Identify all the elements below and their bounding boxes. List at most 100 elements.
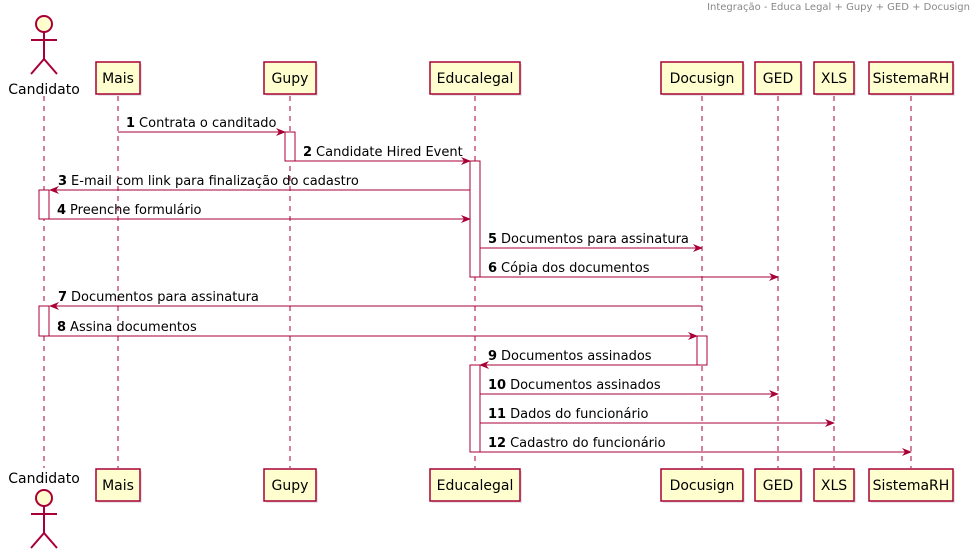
message-7: 7 Documentos para assinatura (49, 290, 702, 310)
message-text: Cadastro do funcionário (510, 436, 666, 451)
message-6: 6 Cópia dos documentos (480, 261, 779, 281)
message-text: Cópia dos documentos (501, 261, 650, 276)
participant-ged-bottom: GED (754, 468, 803, 503)
participant-sistemarh-top: SistemaRH (868, 61, 955, 96)
participant-ged-top: GED (754, 61, 803, 96)
participant-box (263, 61, 317, 95)
participant-label: SistemaRH (873, 71, 950, 87)
participant-label: Gupy (272, 71, 309, 87)
participant-docusign-top: Docusign (660, 61, 745, 96)
participant-mais-bottom: Mais (95, 468, 142, 503)
participant-label: Educalegal (437, 478, 514, 494)
activation-bar-educalegal (469, 364, 481, 453)
message-8: 8 Assina documentos (49, 320, 698, 340)
message-text: Assina documentos (70, 320, 197, 335)
message-label: 4 Preenche formulário (57, 203, 202, 218)
message-text: Documentos assinados (501, 349, 652, 364)
participant-box (813, 61, 855, 95)
participant-mais-top: Mais (95, 61, 142, 96)
message-number: 2 (303, 145, 312, 160)
participant-educalegal-top: Educalegal (429, 61, 522, 96)
participant-box (868, 61, 954, 95)
message-3: 3 E-mail com link para finalização do cad… (49, 174, 470, 194)
message-number: 8 (57, 320, 66, 335)
message-text: Documentos assinados (510, 378, 661, 393)
activation-bar-educalegal (469, 160, 481, 278)
participant-box (429, 468, 521, 502)
message-text: E-mail com link para finalização do cada… (71, 174, 359, 189)
diagram-header-title: Integração - Educa Legal + Gupy + GED + … (707, 2, 970, 13)
participant-label: SistemaRH (873, 478, 950, 494)
participant-educalegal-bottom: Educalegal (429, 468, 522, 503)
message-text: Documentos para assinatura (501, 232, 689, 247)
message-number: 1 (126, 116, 135, 131)
message-number: 4 (57, 203, 66, 218)
participant-docusign-bottom: Docusign (660, 468, 745, 503)
message-number: 6 (488, 261, 497, 276)
message-number: 9 (488, 349, 497, 364)
message-11: 11 Dados do funcionário (480, 407, 835, 427)
message-label: 3 E-mail com link para finalização do cad… (58, 174, 359, 189)
message-12: 12 Cadastro do funcionário (480, 436, 912, 456)
message-9: 9 Documentos assinados (479, 349, 697, 369)
participant-label: Educalegal (437, 71, 514, 87)
message-label: 12 Cadastro do funcionário (488, 436, 666, 451)
participant-box (754, 61, 802, 95)
participant-box (95, 61, 141, 95)
participant-candidato-bottom: Candidato (8, 471, 80, 549)
message-label: 9 Documentos assinados (488, 349, 652, 364)
participant-label: Mais (102, 478, 134, 494)
message-label: 7 Documentos para assinatura (58, 290, 259, 305)
message-text: Preenche formulário (70, 203, 202, 218)
participant-box (813, 468, 855, 502)
participant-label: GED (763, 478, 793, 494)
participant-xls-top: XLS (813, 61, 856, 96)
participant-label: Candidato (8, 471, 80, 487)
participant-label: Docusign (670, 71, 735, 87)
participant-box (868, 468, 954, 502)
message-label: 8 Assina documentos (57, 320, 197, 335)
participant-label: Mais (102, 71, 134, 87)
message-label: 2 Candidate Hired Event (303, 145, 463, 160)
message-10: 10 Documentos assinados (480, 378, 779, 398)
participant-label: Gupy (272, 478, 309, 494)
participant-box (660, 61, 744, 95)
participant-candidato-top: Candidato (8, 15, 80, 98)
participant-label: Docusign (670, 478, 735, 494)
message-number: 7 (58, 290, 67, 305)
message-number: 12 (488, 436, 506, 451)
message-2: 2 Candidate Hired Event (295, 145, 471, 165)
participant-label: GED (763, 71, 793, 87)
message-text: Dados do funcionário (510, 407, 648, 422)
message-text: Candidate Hired Event (316, 145, 463, 160)
participant-label: Candidato (8, 82, 80, 98)
message-label: 6 Cópia dos documentos (488, 261, 650, 276)
message-4: 4 Preenche formulário (49, 203, 471, 223)
participant-gupy-top: Gupy (263, 61, 318, 96)
participant-sistemarh-bottom: SistemaRH (868, 468, 955, 503)
participant-label: XLS (821, 478, 847, 494)
message-number: 11 (488, 407, 506, 422)
activation-bar-candidato (38, 305, 50, 337)
actor-icon (30, 489, 58, 549)
activation-bar-candidato (38, 189, 50, 220)
message-text: Contrata o canditado (139, 116, 276, 131)
activation-bar-docusign (696, 335, 708, 366)
message-label: 11 Dados do funcionário (488, 407, 648, 422)
message-1: 1 Contrata o canditado (118, 116, 286, 136)
participant-box (754, 468, 802, 502)
message-number: 10 (488, 378, 506, 393)
participant-box (429, 61, 521, 95)
participant-gupy-bottom: Gupy (263, 468, 318, 503)
participant-box (263, 468, 317, 502)
message-number: 3 (58, 174, 67, 189)
participant-xls-bottom: XLS (813, 468, 856, 503)
message-text: Documentos para assinatura (71, 290, 259, 305)
message-label: 1 Contrata o canditado (126, 116, 277, 131)
participant-box (95, 468, 141, 502)
actor-icon (30, 15, 58, 75)
activation-bar-gupy (284, 131, 296, 162)
